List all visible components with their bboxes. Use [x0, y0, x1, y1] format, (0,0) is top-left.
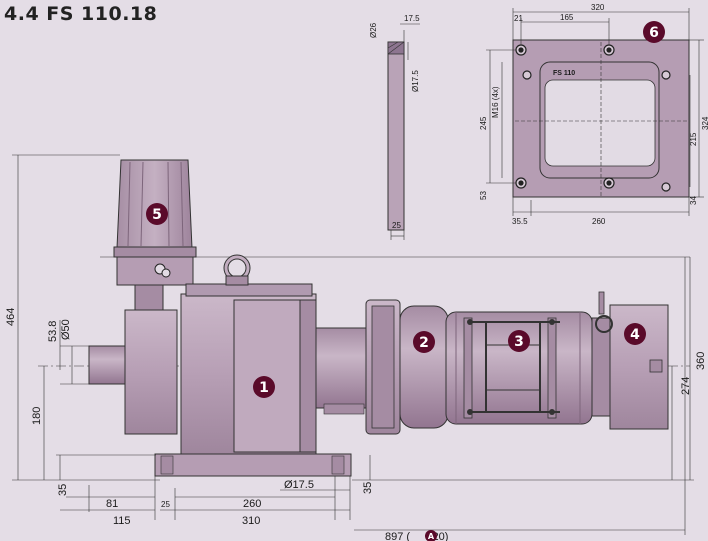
output-shaft: [88, 309, 178, 435]
svg-text:6: 6: [649, 25, 659, 41]
dim-shaft-d50: Ø50: [60, 319, 72, 340]
dim-plate-215: 215: [689, 132, 698, 146]
callout-badge-5: 5: [146, 203, 168, 225]
callout-badge-3: 3: [508, 330, 530, 352]
callout-badge-4: 4: [624, 323, 646, 345]
svg-text:1: 1: [259, 380, 269, 396]
dim-side-25: 25: [392, 221, 401, 230]
mounting-plate: FS 110: [512, 39, 690, 198]
dim-310: 310: [242, 515, 260, 527]
motor-5: [113, 159, 197, 314]
dim-plate-320: 320: [591, 3, 605, 12]
dim-hole-d17-5: Ø17.5: [284, 479, 314, 491]
dim-shaft-180: 180: [31, 407, 43, 425]
callout-badge-6: 6: [643, 21, 665, 43]
svg-text:897 (+20): 897 ( +20): [385, 531, 448, 541]
svg-text:4: 4: [630, 327, 640, 343]
dim-plate-53: 53: [479, 191, 488, 200]
plate-dimension-lines: [486, 8, 704, 216]
gearbox-1: [154, 254, 352, 477]
dim-side-17-5: 17.5: [404, 14, 420, 23]
dim-360: 360: [695, 352, 707, 370]
dim-plate-34: 34: [689, 196, 698, 205]
main-dimension-lines: [12, 154, 694, 535]
dim-260: 260: [243, 498, 261, 510]
dim-plate-21: 21: [514, 14, 523, 23]
dim-plate-35-5: 35.5: [512, 217, 528, 226]
dim-side-d26: Ø26: [369, 22, 378, 38]
callout-badge-a: A: [425, 530, 437, 541]
flange-2: [365, 299, 449, 435]
dim-25: 25: [161, 500, 170, 509]
svg-text:3: 3: [514, 334, 524, 350]
dim-plate-324: 324: [701, 116, 708, 130]
dim-shaft-53-8: 53.8: [47, 321, 59, 342]
callout-badges: 1 2 3 4 5 6 A: [146, 21, 665, 541]
dim-115: 115: [113, 515, 131, 527]
dim-foot-35-right: 35: [362, 482, 374, 494]
dim-81: 81: [106, 498, 118, 510]
dim-height-464: 464: [5, 308, 17, 326]
svg-text:A: A: [428, 532, 435, 541]
dim-plate-260: 260: [592, 217, 606, 226]
dim-plate-thread: M16 (4x): [491, 86, 500, 118]
callout-badge-1: 1: [253, 376, 275, 398]
svg-text:2: 2: [419, 335, 429, 351]
dim-length-897-suffix: +20): [426, 531, 448, 541]
page-title: 4.4 FS 110.18: [4, 3, 158, 25]
dim-length-897: 897 (: [385, 531, 410, 541]
dim-274: 274: [680, 377, 692, 395]
plate-bolt-holes: [515, 44, 671, 192]
flange-side-view: [387, 30, 409, 240]
brake-3: [445, 311, 593, 425]
coupling-tube: [315, 327, 369, 415]
svg-text:5: 5: [152, 207, 162, 223]
dim-foot-35-left: 35: [57, 484, 69, 496]
callout-badge-2: 2: [413, 331, 435, 353]
dim-plate-165: 165: [560, 13, 574, 22]
unit-4: [591, 291, 669, 430]
dim-plate-245: 245: [479, 116, 488, 130]
dim-side-d17-5: Ø17.5: [411, 70, 420, 92]
plate-marking: FS 110: [553, 70, 575, 77]
